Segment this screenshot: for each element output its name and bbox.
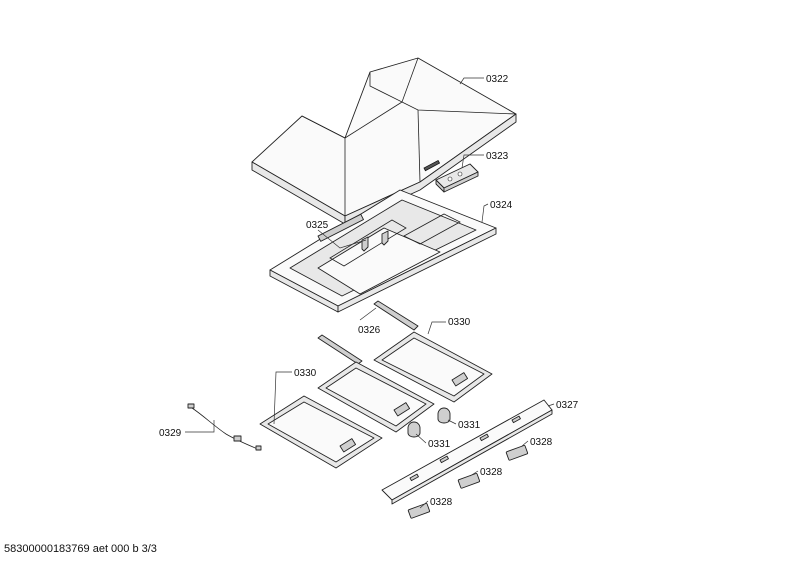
label-0328-top: 0328: [530, 437, 553, 448]
part-labels: 0322 0323 0324 0325 0326 0330 0330 0327 …: [159, 74, 579, 508]
label-0328-bottom: 0328: [430, 497, 453, 508]
label-0324: 0324: [490, 200, 513, 211]
label-0330-right: 0330: [448, 317, 471, 328]
label-0330-left: 0330: [294, 368, 317, 379]
label-0329: 0329: [159, 428, 182, 439]
label-0326: 0326: [358, 325, 381, 336]
label-0331-right: 0331: [458, 420, 481, 431]
hood-canopy-part: [251, 57, 517, 225]
document-footer: 58300000183769 aet 000 b 3/3: [4, 543, 157, 555]
control-module-part: [435, 163, 479, 193]
front-strip-part: [381, 399, 553, 505]
leader-lines: [185, 77, 555, 509]
grease-filter-parts: [259, 331, 493, 469]
knob-parts: [407, 407, 451, 438]
base-frame-part: [269, 189, 497, 313]
label-0323: 0323: [486, 151, 509, 162]
rail-parts: [317, 300, 419, 365]
label-0331-left: 0331: [428, 439, 451, 450]
label-0325: 0325: [306, 220, 329, 231]
cable-part: [187, 403, 262, 451]
label-0328-middle: 0328: [480, 467, 503, 478]
label-0322: 0322: [486, 74, 509, 85]
lamp-parts: [407, 444, 529, 519]
label-0327: 0327: [556, 400, 579, 411]
